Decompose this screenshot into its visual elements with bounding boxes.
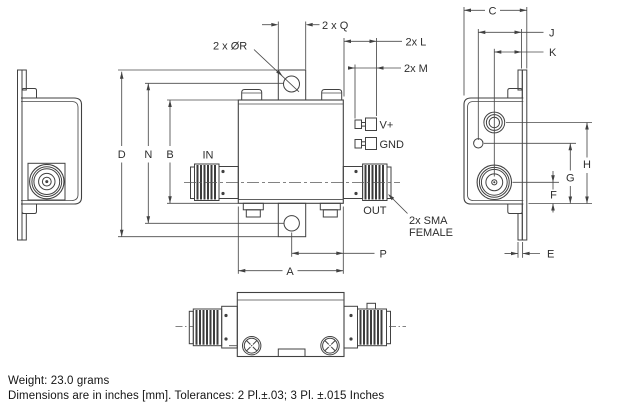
bottom-view-phillips-screw-left bbox=[242, 336, 262, 356]
dim-label-l: 2x L bbox=[406, 37, 427, 49]
left-view-top-screw-bump bbox=[21, 88, 37, 98]
dim-label-j: J bbox=[549, 28, 555, 40]
left-view-bottom-tab bbox=[21, 213, 27, 241]
gnd-pin-label: GND bbox=[380, 139, 405, 151]
vplus-pin bbox=[354, 117, 377, 131]
extension-lines bbox=[118, 7, 592, 274]
right-view-top-screw-bump bbox=[507, 88, 523, 98]
dim-label-k: K bbox=[549, 47, 557, 59]
dim-label-c: C bbox=[489, 5, 497, 17]
left-view-flange-plate bbox=[17, 69, 23, 241]
bottom-view-right-connector bbox=[343, 302, 391, 349]
dim-label-n: N bbox=[144, 149, 152, 161]
front-top-mounting-hole bbox=[283, 75, 300, 93]
port-labels: IN OUT V+ GND 2x SMA FEMALE bbox=[203, 119, 454, 239]
dim-label-r: 2 x ØR bbox=[213, 41, 247, 53]
right-view-bottom-tab bbox=[517, 213, 523, 241]
left-view-sma-base bbox=[27, 162, 66, 201]
left-view-top-tab bbox=[21, 69, 27, 91]
dimension-arrowheads bbox=[119, 8, 589, 273]
right-view-small-hole bbox=[473, 138, 484, 149]
left-view-body-seam bbox=[21, 101, 79, 201]
bottom-view bbox=[175, 291, 406, 358]
bottom-view-pin-nub bbox=[366, 302, 376, 310]
weight-note: Weight: 23.0 grams bbox=[8, 375, 110, 387]
in-port-label: IN bbox=[203, 149, 214, 161]
gnd-pin bbox=[354, 137, 377, 150]
dim-label-f: F bbox=[550, 190, 557, 202]
right-side-view bbox=[463, 69, 528, 241]
left-side-view bbox=[17, 69, 83, 241]
dimension-drawing-canvas: 2 x Q 2 x ØR 2x L 2x M C J K D N B A P E… bbox=[17, 5, 592, 358]
right-view-body bbox=[463, 97, 524, 205]
right-view-top-tab bbox=[517, 69, 523, 91]
front-bottom-mounting-tab bbox=[277, 202, 307, 238]
bottom-view-left-connector bbox=[188, 305, 238, 349]
bottom-view-notch bbox=[277, 348, 306, 357]
left-view-body bbox=[21, 97, 83, 205]
sma-note-line2: FEMALE bbox=[409, 227, 453, 239]
dim-label-a: A bbox=[286, 266, 294, 278]
dim-label-e: E bbox=[547, 249, 554, 261]
dim-label-g: G bbox=[566, 172, 575, 184]
right-view-flange-plate bbox=[521, 69, 528, 241]
dimension-lines bbox=[121, 9, 588, 272]
dim-label-d: D bbox=[118, 149, 126, 161]
dim-label-h: H bbox=[583, 159, 591, 171]
right-view-bottom-screw-bump bbox=[507, 204, 523, 214]
dim-label-q: 2 x Q bbox=[322, 20, 349, 32]
vplus-pin-label: V+ bbox=[380, 119, 394, 131]
front-view bbox=[184, 69, 400, 238]
dim-label-p: P bbox=[380, 249, 387, 261]
dim-label-m: 2x M bbox=[404, 63, 428, 75]
out-port-label: OUT bbox=[363, 205, 387, 217]
front-bottom-mounting-hole bbox=[283, 215, 300, 232]
bottom-view-phillips-screw-right bbox=[320, 336, 340, 356]
tolerance-note: Dimensions are in inches [mm]. Tolerance… bbox=[8, 390, 385, 402]
front-bottom-screw-bumps bbox=[242, 202, 341, 218]
left-view-sma-connector-face bbox=[29, 163, 65, 200]
dim-label-b: B bbox=[166, 149, 173, 161]
front-top-screw-bumps bbox=[241, 89, 343, 100]
sma-note-line1: 2x SMA bbox=[409, 215, 448, 227]
right-view-body-seam bbox=[467, 101, 524, 201]
left-view-bottom-screw-bump bbox=[21, 204, 37, 214]
dimension-labels: 2 x Q 2 x ØR 2x L 2x M C J K D N B A P E… bbox=[118, 5, 591, 278]
front-body bbox=[237, 99, 344, 204]
